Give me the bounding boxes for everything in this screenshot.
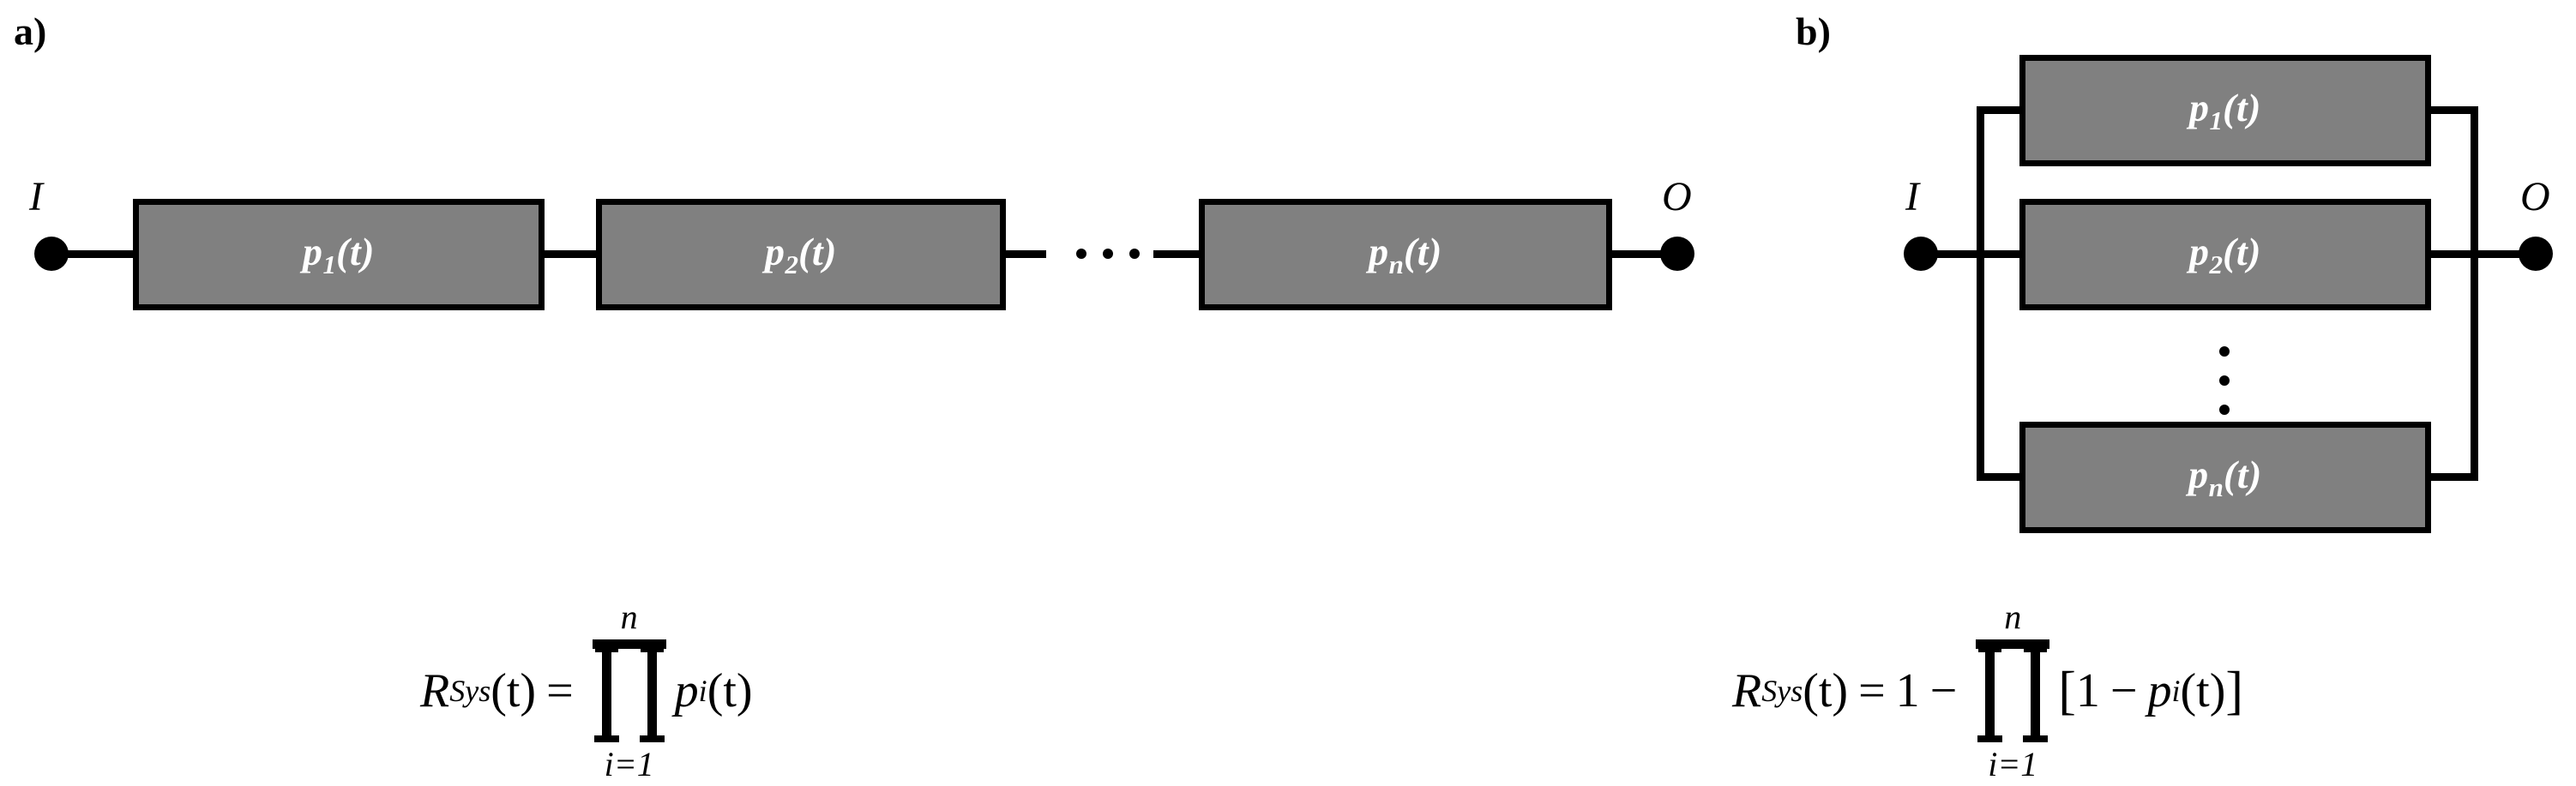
- panel-a-formula-product-upper: n: [620, 597, 638, 636]
- panel-b-block-p2: p2(t): [2019, 199, 2431, 310]
- panel-a-formula-term-arg: (t): [707, 664, 753, 717]
- panel-a-block-p2-base: p: [765, 229, 785, 273]
- panel-a-wire-dots-n: [1153, 250, 1203, 258]
- panel-b-ellipsis-dot-3: [2219, 405, 2230, 415]
- panel-b-formula-inner-minus: −: [2110, 664, 2138, 717]
- panel-b-formula-lhs-arg: (t): [1803, 664, 1849, 717]
- panel-a-wire-2-dots: [1002, 250, 1046, 258]
- panel-a-input-node-label: I: [29, 174, 43, 219]
- panel-a-block-p1-base: p: [303, 229, 323, 273]
- panel-a-formula-lhs-sub: Sys: [449, 674, 491, 708]
- panel-a-wire-input: [62, 250, 139, 258]
- panel-b-formula-product-lower: i=1: [1988, 745, 2038, 783]
- panel-a-block-p1-sub: 1: [322, 249, 337, 279]
- panel-b-block-p1: p1(t): [2019, 55, 2431, 166]
- panel-a-block-pn-sub: n: [1388, 249, 1404, 279]
- panel-b-input-node-label: I: [1905, 174, 1919, 219]
- panel-b-stub-right-p1: [2425, 106, 2478, 114]
- panel-a-formula-term-base: p: [674, 664, 699, 717]
- panel-a-block-p1: p1(t): [133, 199, 545, 310]
- panel-a-formula-term-sub: i: [698, 674, 707, 708]
- panel-a-formula-lhs-base: R: [420, 664, 450, 717]
- panel-b-formula-product: n i=1: [1976, 597, 2050, 783]
- panel-b-formula-bracket-close: ]: [2225, 662, 2244, 720]
- panel-a-wire-output: [1608, 250, 1675, 258]
- panel-a-ellipsis: [1076, 249, 1140, 259]
- panel-b-formula-one: 1: [1895, 664, 1920, 717]
- panel-b-wire-input: [1931, 250, 1984, 258]
- panel-a-ellipsis-dot-3: [1129, 249, 1140, 259]
- panel-b-caption: b): [1796, 9, 1831, 53]
- panel-b-stub-right-pn: [2425, 473, 2478, 481]
- panel-b-formula-term-arg: (t): [2180, 664, 2226, 717]
- panel-b-block-p1-label: p1(t): [2189, 85, 2261, 135]
- panel-a-formula-equals: =: [546, 664, 574, 717]
- panel-a-output-node-label: O: [1662, 174, 1692, 219]
- panel-b-wire-output: [2471, 250, 2524, 258]
- panel-b-right-rail: [2471, 106, 2478, 478]
- panel-b-block-p2-base: p: [2189, 229, 2210, 273]
- panel-b-ellipsis-dot-1: [2219, 346, 2230, 357]
- panel-b-ellipsis: [2219, 346, 2230, 415]
- panel-b-formula-inner-one: 1: [2075, 664, 2100, 717]
- panel-b-ellipsis-dot-2: [2219, 375, 2230, 386]
- panel-b-block-p1-arg: (t): [2223, 85, 2261, 129]
- panel-b-block-pn-label: pn(t): [2188, 452, 2262, 502]
- product-operator-icon: [1976, 639, 2050, 742]
- product-operator-icon: [592, 639, 666, 742]
- panel-b-stub-left-p2: [1977, 250, 2026, 258]
- panel-a-block-p2: p2(t): [596, 199, 1006, 310]
- panel-b-formula-term-sub: i: [2171, 674, 2181, 708]
- panel-a-block-p2-label: p2(t): [765, 229, 837, 279]
- panel-a-formula-product: n i=1: [592, 597, 666, 783]
- panel-b-block-pn-arg: (t): [2223, 452, 2262, 496]
- panel-b-stub-left-pn: [1977, 473, 2026, 481]
- panel-b-stub-right-p2: [2425, 250, 2478, 258]
- panel-b-output-node-label: O: [2520, 174, 2550, 219]
- panel-b-stub-left-p1: [1977, 106, 2026, 114]
- panel-b-formula-equals: =: [1858, 664, 1886, 717]
- panel-b-block-p2-sub: 2: [2209, 249, 2224, 279]
- panel-b-block-p1-base: p: [2189, 85, 2210, 129]
- panel-a-wire-1-2: [540, 250, 600, 258]
- panel-b-formula-lhs-base: R: [1732, 664, 1762, 717]
- panel-b-block-p2-arg: (t): [2223, 229, 2261, 273]
- panel-b-block-pn-sub: n: [2208, 471, 2224, 502]
- panel-b-block-pn-base: p: [2188, 452, 2209, 496]
- panel-a-formula-lhs-arg: (t): [491, 664, 537, 717]
- panel-b-formula-term-base: p: [2147, 664, 2172, 717]
- panel-a-block-p1-arg: (t): [336, 229, 375, 273]
- panel-b-formula-bracket-open: [: [2058, 662, 2076, 720]
- panel-a-block-pn: pn(t): [1199, 199, 1612, 310]
- panel-b-formula-lhs-sub: Sys: [1761, 674, 1803, 708]
- panel-b-left-rail: [1977, 106, 1984, 478]
- panel-a-output-node: [1660, 237, 1694, 271]
- panel-b-block-p1-sub: 1: [2209, 105, 2224, 135]
- panel-b-output-node: [2519, 237, 2553, 271]
- panel-a-caption: a): [14, 9, 47, 53]
- panel-a-ellipsis-dot-1: [1076, 249, 1086, 259]
- panel-a-block-p2-sub: 2: [785, 249, 799, 279]
- panel-a-block-p2-arg: (t): [798, 229, 837, 273]
- panel-a-block-pn-label: pn(t): [1369, 229, 1442, 279]
- panel-a-block-p1-label: p1(t): [303, 229, 375, 279]
- panel-a-formula-product-lower: i=1: [604, 745, 654, 783]
- panel-b-formula-minus: −: [1929, 664, 1958, 717]
- panel-b-block-p2-label: p2(t): [2189, 229, 2261, 279]
- panel-a-block-pn-base: p: [1369, 229, 1389, 273]
- panel-b-formula-product-upper: n: [2004, 597, 2022, 636]
- panel-a-block-pn-arg: (t): [1403, 229, 1442, 273]
- panel-b-block-pn: pn(t): [2019, 422, 2431, 533]
- panel-a-ellipsis-dot-2: [1103, 249, 1113, 259]
